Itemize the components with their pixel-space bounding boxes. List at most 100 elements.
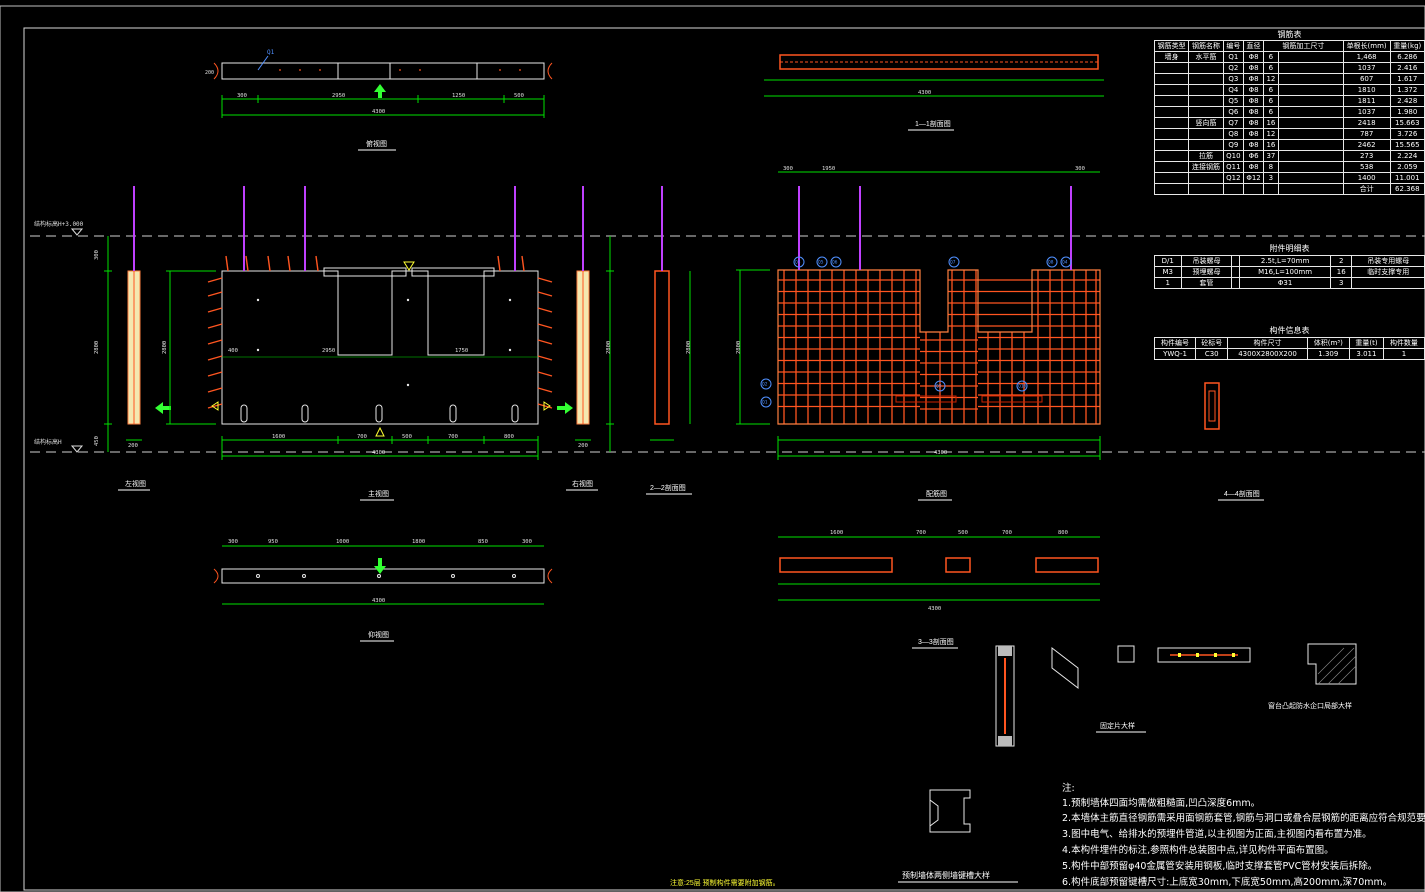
svg-text:2950: 2950 (332, 93, 345, 99)
table-cell: 12 (1263, 73, 1279, 85)
details: 固定片大样 窗台凸起防水企口局部大样 预制墙体两侧墙键槽大样 (898, 643, 1357, 883)
info-table: 构件编号 砼标号 构件尺寸 体积(m³) 重量(t) 构件数量 YWQ-1 C3… (1153, 337, 1425, 360)
table-cell (1351, 277, 1425, 289)
table-cell (1153, 183, 1190, 195)
table-cell (1153, 161, 1190, 173)
section-2-2: 2800 2—2剖面图 (646, 186, 692, 495)
svg-text:850: 850 (478, 539, 488, 545)
svg-text:500: 500 (958, 530, 968, 536)
svg-text:300: 300 (522, 539, 532, 545)
table-cell: 1037 (1342, 62, 1391, 74)
table-cell: Q8 (1222, 128, 1244, 140)
svg-text:700: 700 (1002, 530, 1012, 536)
table-cell (1153, 106, 1190, 118)
table-cell (1153, 73, 1190, 85)
table-cell (1231, 255, 1241, 267)
table-cell: Φ8 (1242, 51, 1265, 63)
table-cell (1188, 183, 1224, 195)
rebar-tag-label: Q6 (832, 260, 838, 266)
table-cell: 607 (1342, 73, 1391, 85)
rebar-tag-circle (816, 256, 828, 268)
table-cell: Q9 (1222, 139, 1244, 151)
rebar-tag-circle (948, 256, 960, 268)
table-cell (1277, 183, 1344, 195)
svg-text:800: 800 (1058, 530, 1068, 536)
right-view-arrow-icon (557, 402, 573, 414)
svg-text:200: 200 (128, 443, 138, 449)
table-cell: 6 (1263, 84, 1279, 96)
section-1-1-title: 1—1剖面图 (915, 119, 951, 128)
rebar-tag-circle (1016, 380, 1028, 392)
table-cell: Φ8 (1242, 62, 1265, 74)
table-cell: 竖向筋 (1188, 117, 1224, 129)
table-cell: 1811 (1342, 95, 1391, 107)
rebar-table: 钢筋类型 钢筋名称 编号 直径 钢筋加工尺寸 单根长(mm) 重量(kg) 墙身… (1153, 40, 1425, 195)
table-cell: 16 (1263, 139, 1279, 151)
table-cell: Q7 (1222, 117, 1244, 129)
table-cell (1277, 51, 1344, 63)
table-cell: 1,468 (1342, 51, 1391, 63)
top-view-arrow-icon (374, 84, 386, 98)
svg-text:4300: 4300 (934, 450, 947, 456)
note-line: 2.本墙体主筋直径钢筋需采用面钢筋套管,钢筋与洞口或叠合层钢筋的距离应符合规范要… (1062, 813, 1425, 824)
svg-text:500: 500 (402, 434, 412, 440)
svg-text:200: 200 (205, 70, 214, 76)
table-cell (1153, 62, 1190, 74)
table-cell (1188, 172, 1224, 184)
svg-text:2800: 2800 (606, 341, 612, 354)
rebar-tag-label: Q3 (795, 260, 801, 266)
svg-text:300: 300 (228, 539, 238, 545)
table-cell (1277, 84, 1344, 96)
table-cell: 墙身 (1153, 51, 1190, 63)
main-view: 1600 700 500 700 800 4300 400 2950 1750 … (162, 186, 553, 501)
svg-text:Q1: Q1 (267, 49, 275, 56)
table-cell: 15.565 (1389, 139, 1425, 151)
rebar-col-wt: 重量(kg) (1389, 40, 1425, 52)
table-cell: 273 (1342, 150, 1391, 162)
table-cell: Q11 (1222, 161, 1244, 173)
top-view-title: 俯视图 (366, 139, 387, 148)
outer-border (0, 5, 1425, 892)
table-cell: 3.726 (1389, 128, 1425, 140)
svg-text:4300: 4300 (372, 450, 385, 456)
table-cell: 6 (1263, 95, 1279, 107)
table-cell: 1400 (1342, 172, 1391, 184)
table-cell (1188, 84, 1224, 96)
svg-text:4300: 4300 (372, 598, 385, 604)
svg-text:500: 500 (514, 93, 524, 99)
table-cell: 6 (1263, 51, 1279, 63)
table-cell: 2.428 (1389, 95, 1425, 107)
table-cell: Φ8 (1242, 128, 1265, 140)
section-3-3-title: 3—3剖面图 (918, 637, 954, 646)
svg-text:4300: 4300 (918, 90, 931, 96)
left-view: 300 2800 450 200 左视图 (94, 186, 171, 491)
table-cell: 6 (1263, 62, 1279, 74)
table-cell: Φ8 (1242, 73, 1265, 85)
note-line: 5.构件中部预留φ40金属管安装用钢板,临时支撑套管PVC管材安装后拆除。 (1062, 861, 1378, 872)
table-cell: Q3 (1222, 73, 1244, 85)
rebar-tag-circle (760, 396, 772, 408)
table-cell: 12 (1263, 128, 1279, 140)
table-cell: 16 (1263, 117, 1279, 129)
main-view-title: 主视图 (368, 489, 389, 498)
elevation-bottom-label: 结构标高H (34, 438, 62, 446)
table-cell (1188, 73, 1224, 85)
table-cell: 787 (1342, 128, 1391, 140)
rebar-tag-circle (934, 380, 946, 392)
table-cell: 1037 (1342, 106, 1391, 118)
table-cell: 6 (1263, 106, 1279, 118)
table-cell: 1.372 (1389, 84, 1425, 96)
rebar-table-title: 钢筋表 (1277, 30, 1302, 39)
rebar-tag-circle (1060, 256, 1072, 268)
table-cell: 临时支撑专用 (1351, 266, 1425, 278)
svg-text:1000: 1000 (336, 539, 349, 545)
note-line: 3.图中电气、给排水的预埋件管道,以主视图为正面,主视图内看布置为准。 (1062, 829, 1372, 840)
table-cell (1188, 106, 1224, 118)
left-view-arrow-icon (155, 402, 171, 414)
table-cell: 套管 (1180, 277, 1233, 289)
table-cell: 3 (1263, 172, 1279, 184)
